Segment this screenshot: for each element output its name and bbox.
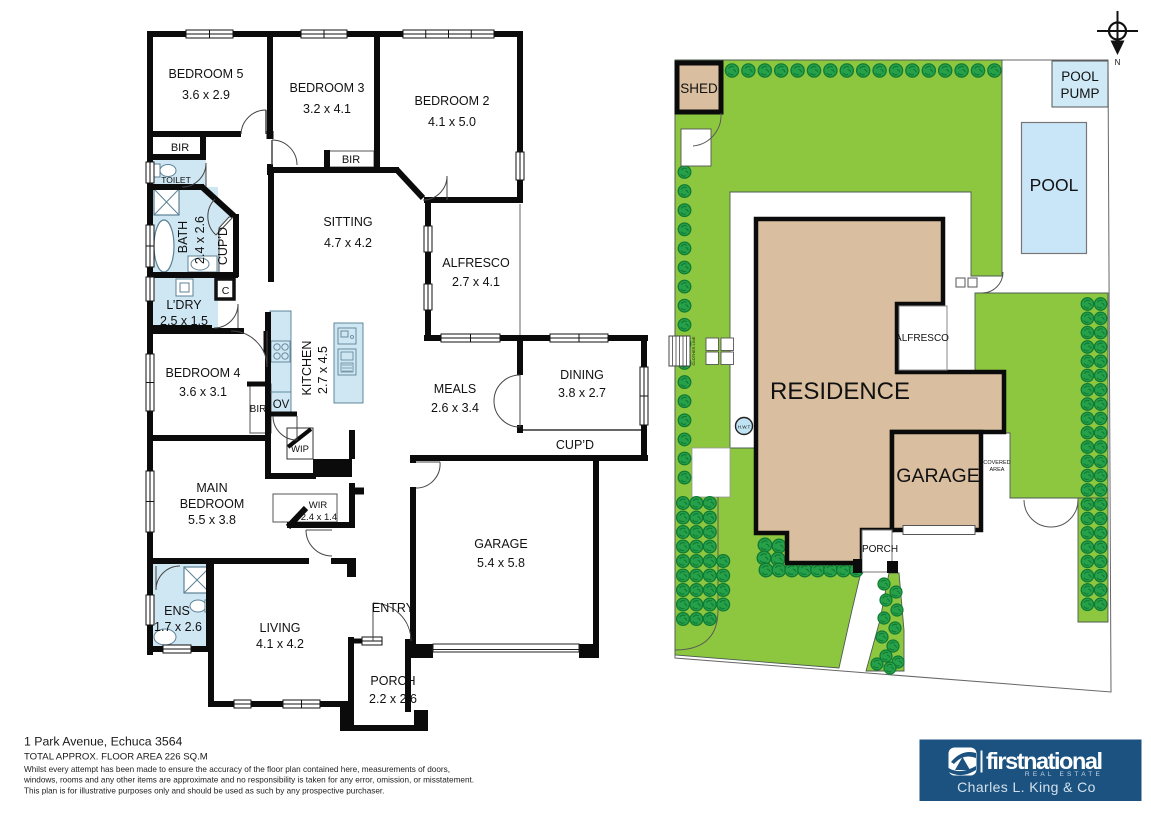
svg-text:AREA: AREA [990, 467, 1005, 473]
svg-text:1 Park Avenue, Echuca 3564: 1 Park Avenue, Echuca 3564 [24, 735, 183, 749]
svg-text:BEDROOM: BEDROOM [180, 497, 245, 511]
svg-text:Charles L. King & Co: Charles L. King & Co [957, 779, 1096, 795]
svg-text:windows, rooms and any other i: windows, rooms and any other items are a… [23, 776, 474, 785]
svg-text:WIR: WIR [309, 500, 328, 511]
svg-text:2.4 x 1.4: 2.4 x 1.4 [301, 512, 337, 523]
svg-text:N: N [1115, 58, 1121, 67]
svg-text:PORCH: PORCH [370, 674, 415, 688]
svg-text:firstnational: firstnational [986, 748, 1103, 774]
svg-text:ENTRY: ENTRY [372, 601, 415, 615]
svg-text:POOL: POOL [1030, 175, 1079, 195]
svg-text:2.7 x 4.5: 2.7 x 4.5 [316, 346, 330, 394]
svg-text:MAIN: MAIN [196, 481, 227, 495]
svg-text:BATH: BATH [176, 221, 190, 253]
svg-text:DINING: DINING [560, 368, 604, 382]
svg-text:2.2 x 2.6: 2.2 x 2.6 [369, 692, 417, 706]
svg-text:3.2 x 4.1: 3.2 x 4.1 [303, 102, 351, 116]
svg-text:This plan is for illustrative: This plan is for illustrative purposes o… [24, 786, 384, 795]
svg-text:3.6 x 3.1: 3.6 x 3.1 [179, 385, 227, 399]
svg-text:2.4 x 2.6: 2.4 x 2.6 [193, 216, 207, 264]
svg-text:4.1 x 5.0: 4.1 x 5.0 [428, 115, 476, 129]
svg-text:1.7 x 2.6: 1.7 x 2.6 [154, 620, 202, 634]
svg-text:2.5 x 1.5: 2.5 x 1.5 [160, 314, 208, 328]
svg-text:Whilst every attempt has been: Whilst every attempt has been made to en… [24, 765, 450, 774]
svg-text:TOTAL APPROX. FLOOR AREA 226 S: TOTAL APPROX. FLOOR AREA 226 SQ.M [24, 752, 208, 763]
svg-text:ENS: ENS [164, 604, 190, 618]
svg-text:CUP’D: CUP’D [216, 227, 230, 265]
svg-text:LIVING: LIVING [260, 621, 301, 635]
svg-text:TOILET: TOILET [161, 175, 191, 185]
svg-text:SHED: SHED [680, 81, 718, 96]
svg-text:WIP: WIP [291, 444, 309, 455]
svg-text:ALFRESCO: ALFRESCO [442, 256, 510, 270]
svg-text:GARAGE: GARAGE [474, 537, 528, 551]
svg-text:BIR: BIR [250, 404, 267, 415]
svg-text:BEDROOM 2: BEDROOM 2 [414, 94, 489, 108]
svg-text:5.4 x 5.8: 5.4 x 5.8 [477, 556, 525, 570]
svg-text:BIR: BIR [171, 142, 189, 154]
svg-text:CUP’D: CUP’D [556, 438, 594, 452]
svg-text:OV: OV [273, 399, 290, 411]
svg-text:5.5 x 3.8: 5.5 x 3.8 [188, 513, 236, 527]
svg-text:H.W.T: H.W.T [738, 425, 751, 430]
svg-text:L’DRY: L’DRY [166, 298, 202, 312]
svg-text:KITCHEN: KITCHEN [300, 341, 314, 396]
svg-text:3.8 x 2.7: 3.8 x 2.7 [558, 386, 606, 400]
svg-text:SITTING: SITTING [323, 215, 372, 229]
svg-text:RESIDENCE: RESIDENCE [770, 378, 910, 405]
svg-text:BEDROOM 3: BEDROOM 3 [289, 81, 364, 95]
svg-text:COVERED: COVERED [983, 460, 1010, 466]
svg-text:BEDROOM 5: BEDROOM 5 [168, 67, 243, 81]
svg-text:REAL ESTATE: REAL ESTATE [1025, 771, 1103, 778]
svg-text:GARAGE: GARAGE [896, 465, 979, 487]
svg-text:C: C [222, 285, 230, 297]
svg-text:3.6 x 2.9: 3.6 x 2.9 [182, 88, 230, 102]
svg-text:MEALS: MEALS [434, 382, 476, 396]
svg-text:BIR: BIR [342, 154, 360, 166]
svg-text:2.7 x 4.1: 2.7 x 4.1 [452, 275, 500, 289]
svg-text:POOL: POOL [1061, 69, 1099, 84]
svg-text:PUMP: PUMP [1060, 86, 1099, 101]
svg-text:4.7 x 4.2: 4.7 x 4.2 [324, 236, 372, 250]
svg-text:4.1 x 4.2: 4.1 x 4.2 [256, 637, 304, 651]
svg-text:PORCH: PORCH [862, 544, 898, 555]
svg-text:2.6 x 3.4: 2.6 x 3.4 [431, 401, 479, 415]
svg-text:ALFRESCO: ALFRESCO [895, 333, 949, 344]
svg-text:CLOTHES LINE: CLOTHES LINE [691, 336, 696, 365]
svg-text:BEDROOM 4: BEDROOM 4 [165, 366, 240, 380]
